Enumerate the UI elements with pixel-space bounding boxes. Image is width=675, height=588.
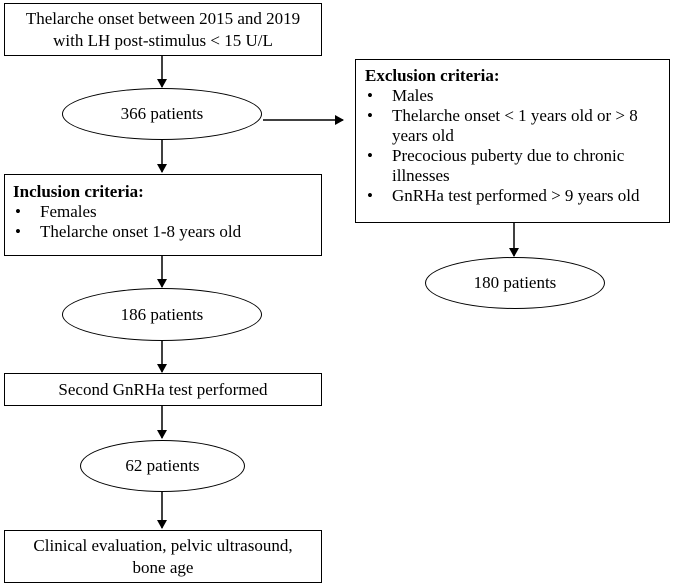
second-test-label: Second GnRHa test performed	[58, 379, 268, 399]
exclusion-item: Thelarche onset < 1 years old or > 8 yea…	[365, 106, 661, 146]
oval-180-patients: 180 patients	[425, 257, 605, 309]
second-test-box: Second GnRHa test performed	[4, 373, 322, 406]
exclusion-item: GnRHa test performed > 9 years old	[365, 186, 661, 206]
exclusion-item: Precocious puberty due to chronic illnes…	[365, 146, 661, 186]
oval-180-label: 180 patients	[473, 273, 557, 292]
start-box: Thelarche onset between 2015 and 2019 wi…	[4, 3, 322, 56]
exclusion-criteria-box: Exclusion criteria: Males Thelarche onse…	[355, 59, 670, 223]
inclusion-title: Inclusion criteria:	[13, 182, 144, 201]
exclusion-title: Exclusion criteria:	[365, 66, 500, 85]
inclusion-list: Females Thelarche onset 1-8 years old	[13, 202, 313, 242]
exclusion-list: Males Thelarche onset < 1 years old or >…	[365, 86, 661, 206]
final-box-line2: bone age	[132, 557, 194, 577]
inclusion-item: Females	[13, 202, 313, 222]
inclusion-criteria-box: Inclusion criteria: Females Thelarche on…	[4, 174, 322, 256]
start-box-line2: with LH post-stimulus < 15 U/L	[53, 30, 273, 50]
inclusion-item: Thelarche onset 1-8 years old	[13, 222, 313, 242]
oval-186-patients: 186 patients	[62, 288, 262, 341]
oval-186-label: 186 patients	[120, 304, 204, 324]
oval-62-patients: 62 patients	[80, 440, 245, 492]
oval-62-label: 62 patients	[125, 456, 200, 475]
exclusion-item: Males	[365, 86, 661, 106]
start-box-line1: Thelarche onset between 2015 and 2019	[25, 8, 301, 28]
oval-366-patients: 366 patients	[62, 88, 262, 140]
final-box: Clinical evaluation, pelvic ultrasound, …	[4, 530, 322, 583]
oval-366-label: 366 patients	[120, 104, 204, 123]
final-box-line1: Clinical evaluation, pelvic ultrasound,	[33, 535, 293, 555]
